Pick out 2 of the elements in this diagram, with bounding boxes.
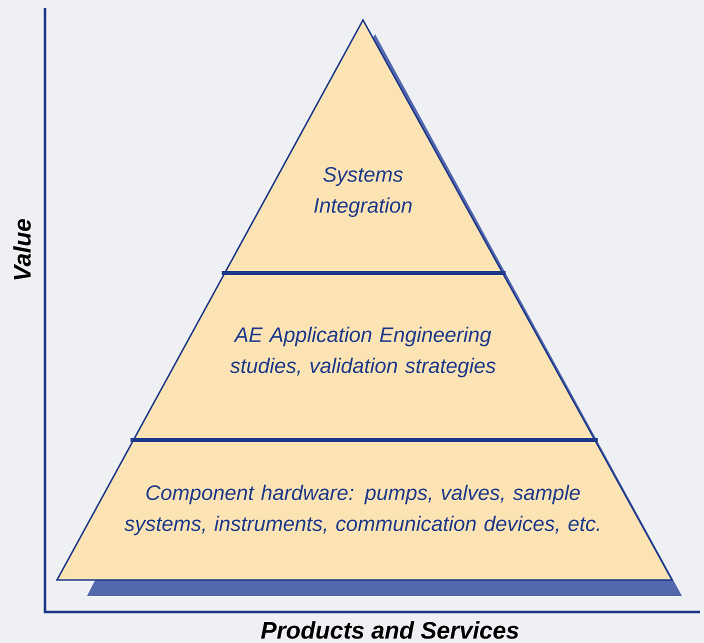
axis-label: Value xyxy=(13,219,31,280)
axis-label: Products and Services xyxy=(261,621,519,639)
